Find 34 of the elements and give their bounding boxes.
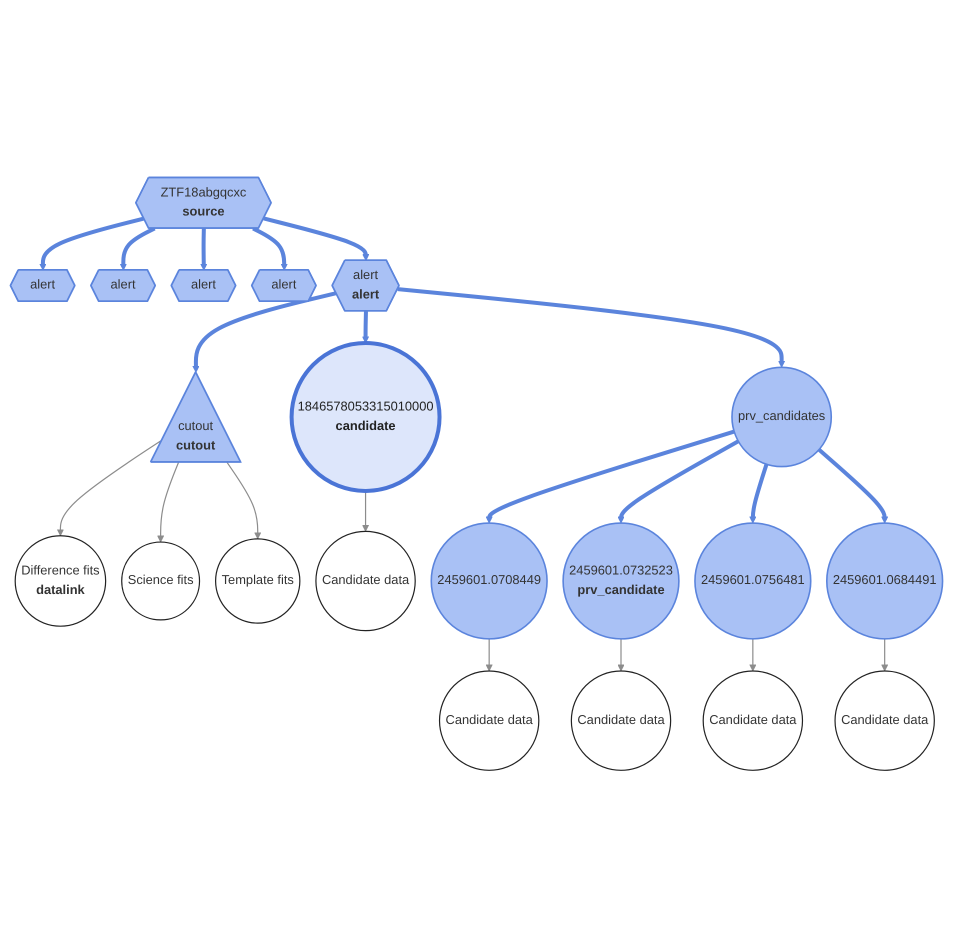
node-circle — [438, 670, 540, 772]
arrow — [749, 464, 768, 524]
arrow — [263, 216, 370, 262]
node-circle — [694, 522, 812, 640]
node-circle — [290, 341, 442, 494]
node-circle — [215, 538, 300, 624]
node-circle — [430, 522, 548, 640]
node-circle — [702, 670, 804, 772]
arrow — [192, 291, 337, 373]
node-circle — [121, 542, 200, 621]
arrow — [398, 287, 786, 368]
arrow — [486, 639, 493, 672]
arrow — [200, 228, 208, 271]
arrow — [252, 226, 288, 271]
graph-drawing: ZTF18abgqcxc source alert alert alert alert alert alert cutout cutout Difference fits datalink Science fits Template fits 1846578053315010000 candidate Candidate data prv_candidates 2459601.0708449 Candidate data 2459601.0732523 prv_candidate Candidate data 2459601.0756481 Candidate data 2459601.0684491 Candidate data — [4, 171, 949, 777]
arrow — [617, 440, 740, 524]
arrow — [617, 639, 625, 672]
arrow — [818, 448, 888, 524]
arrow — [120, 226, 156, 271]
arrow — [157, 462, 180, 543]
node-circle — [834, 670, 935, 772]
node-circle — [731, 366, 832, 468]
arrow — [226, 462, 262, 540]
arrow — [362, 311, 370, 344]
arrow — [749, 639, 756, 672]
node-circle — [570, 670, 672, 772]
node-circle — [562, 522, 680, 640]
arrow — [486, 430, 735, 524]
node-circle — [826, 522, 944, 640]
arrow — [39, 216, 144, 271]
arrow — [881, 639, 888, 672]
node-circle — [315, 530, 416, 632]
node-circle — [14, 535, 106, 627]
arrow — [362, 491, 370, 532]
